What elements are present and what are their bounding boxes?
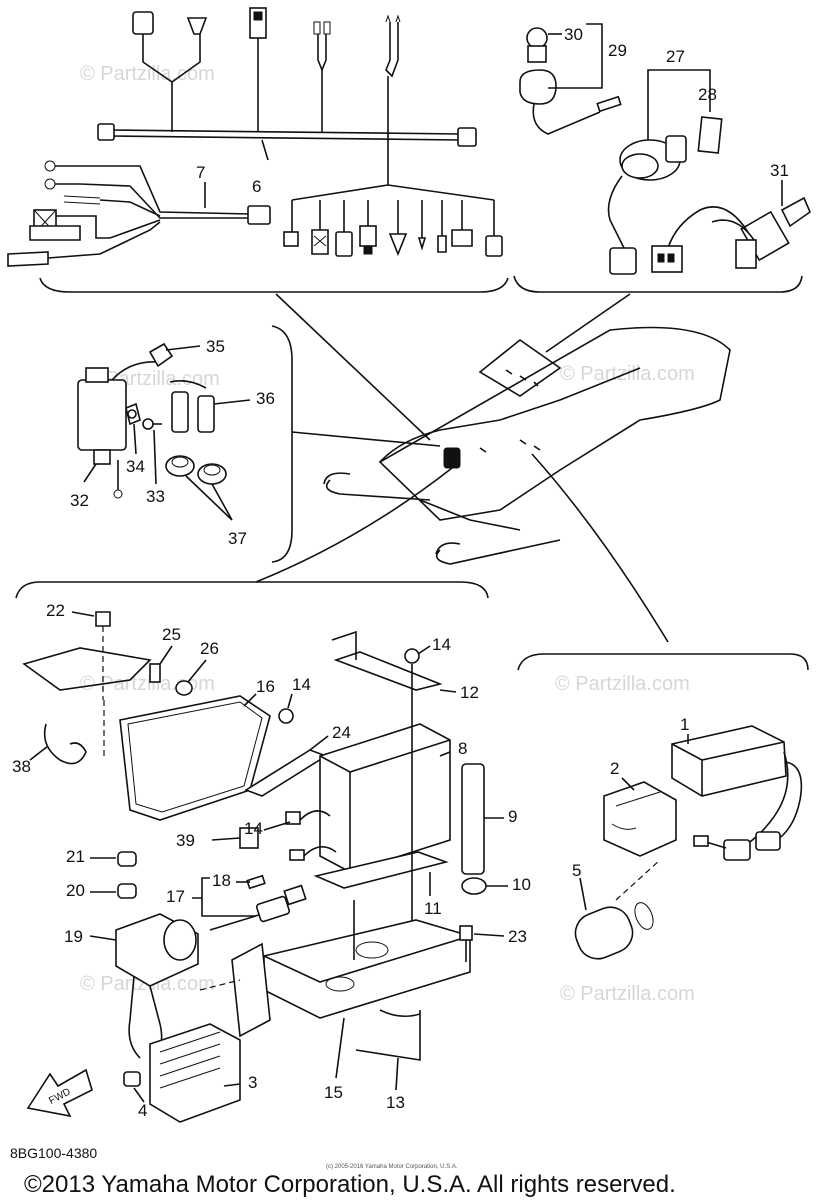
leader-2	[621, 777, 635, 791]
leader-16	[335, 1017, 345, 1079]
leader-40	[211, 837, 241, 841]
leader-13	[395, 1057, 399, 1091]
callout-40: 39	[176, 831, 195, 850]
leader-5	[579, 877, 587, 911]
callout-7: 7	[196, 163, 205, 182]
callout-14-b: 14	[432, 635, 451, 654]
callout-18: 17	[166, 887, 185, 906]
leader-4	[133, 1087, 145, 1103]
callout-16: 15	[324, 1083, 343, 1102]
callout-38: 37	[228, 529, 247, 548]
callout-35: 34	[126, 457, 145, 476]
electrical-bracket-assembly	[22, 611, 487, 1123]
leader-36	[165, 345, 201, 351]
callout-33: 32	[70, 491, 89, 510]
leader-18	[192, 877, 256, 917]
leader-24	[473, 933, 505, 937]
leader-14b	[417, 645, 431, 655]
toggle-switch-assembly	[651, 196, 811, 273]
pointer-cdi	[531, 453, 669, 643]
callout-29: 28	[698, 85, 717, 104]
callout-12: 12	[460, 683, 479, 702]
callout-34: 33	[146, 487, 165, 506]
cdi-unit-assembly	[574, 725, 803, 960]
group-bracket-harness	[39, 277, 509, 293]
leader-26	[159, 645, 173, 665]
callout-5: 5	[572, 861, 581, 880]
leader-3	[223, 1083, 241, 1087]
callout-15: 14	[244, 819, 263, 838]
group-bracket-switches	[513, 275, 803, 293]
pointer-electrical	[255, 467, 453, 583]
callout-8: 8	[458, 739, 467, 758]
pointer-harness	[275, 293, 431, 441]
callout-21: 20	[66, 881, 85, 900]
callout-13: 13	[386, 1093, 405, 1112]
leader-17	[243, 693, 257, 707]
leader-28	[647, 69, 711, 140]
ignition-coil-assembly	[77, 342, 227, 499]
callout-22: 21	[66, 847, 85, 866]
callout-11: 11	[424, 899, 442, 918]
leader-14a	[287, 693, 293, 709]
leader-23	[71, 611, 95, 617]
watermark: © Partzilla.com	[560, 363, 695, 385]
small-copyright: (c) 2005-2016 Yamaha Motor Corporation, …	[326, 1164, 458, 1170]
callout-6: 6	[252, 177, 261, 196]
fwd-arrow: FWD	[26, 1068, 93, 1118]
sub-wire-harness	[7, 160, 271, 267]
callout-30: 29	[608, 41, 627, 60]
callout-25: 24	[332, 723, 351, 742]
leader-6	[261, 139, 269, 161]
callout-19: 18	[212, 871, 231, 890]
callout-3: 3	[248, 1073, 257, 1092]
leader-8	[439, 751, 451, 757]
callout-26: 25	[162, 625, 181, 644]
pointer-coil	[291, 431, 441, 447]
callout-31: 30	[564, 25, 583, 44]
leader-39	[29, 745, 49, 761]
leader-20	[89, 935, 117, 941]
leader-35	[133, 423, 137, 455]
leader-12	[439, 689, 457, 693]
group-bracket-cdi	[517, 653, 809, 671]
pointer-switches	[545, 293, 631, 353]
callout-4: 4	[138, 1101, 147, 1120]
group-bracket-coil	[271, 325, 293, 563]
copyright-notice: ©2013 Yamaha Motor Corporation, U.S.A. A…	[24, 1171, 676, 1198]
callout-37: 36	[256, 389, 275, 408]
callout-24: 23	[508, 927, 527, 946]
group-bracket-electrical	[15, 581, 489, 599]
callout-36: 35	[206, 337, 225, 356]
callout-20: 19	[64, 927, 83, 946]
watermark: © Partzilla.com	[555, 673, 690, 695]
callout-27: 26	[200, 639, 219, 658]
leader-25	[309, 735, 329, 751]
callout-1: 1	[680, 715, 689, 734]
callout-17: 16	[256, 677, 275, 696]
indicator-lamp-assembly	[519, 27, 622, 135]
callout-9: 9	[508, 807, 517, 826]
leader-34	[153, 429, 157, 485]
watermark: © Partzilla.com	[80, 63, 215, 85]
callout-39: 38	[12, 757, 31, 776]
snowmobile-illustration	[323, 326, 731, 565]
part-code: 8BG100-4380	[10, 1145, 97, 1161]
callout-28: 27	[666, 47, 685, 66]
leader-37	[213, 399, 251, 405]
leader-27	[187, 659, 207, 683]
leader-15	[263, 821, 291, 831]
main-switch-assembly	[607, 116, 723, 275]
leader-30	[548, 23, 603, 89]
main-wire-harness	[97, 7, 503, 257]
watermark: © Partzilla.com	[560, 983, 695, 1005]
callout-32: 31	[770, 161, 789, 180]
leader-33	[83, 463, 97, 483]
callout-14: 14	[292, 675, 311, 694]
leader-38	[185, 475, 233, 521]
callout-23: 22	[46, 601, 65, 620]
callout-10: 10	[512, 875, 531, 894]
callout-2: 2	[610, 759, 619, 778]
